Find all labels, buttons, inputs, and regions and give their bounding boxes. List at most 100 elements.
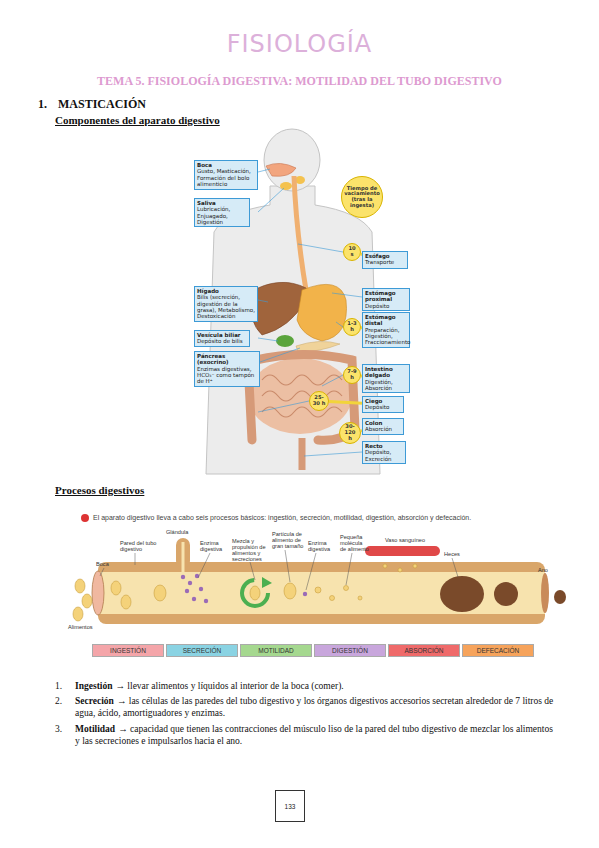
text-label: Pequeña molécula de alimento <box>340 534 370 552</box>
blood-vessel <box>365 546 440 556</box>
leader-line <box>258 338 278 341</box>
food-item <box>250 586 260 600</box>
process-band: INGESTIÓN <box>92 644 164 657</box>
time-connector <box>361 253 362 256</box>
label-box: RectoDepósito, Excreción <box>362 441 406 464</box>
food-item <box>121 595 131 609</box>
text-label: El aparato digestivo lleva a cabo seis p… <box>93 514 553 521</box>
leader-line <box>304 452 362 456</box>
page-title: FISIOLOGÍA <box>0 30 599 58</box>
food-fragment <box>315 587 321 593</box>
absorbed-molecule <box>383 564 387 568</box>
leader-line <box>258 401 309 412</box>
absorbed-molecule <box>413 564 417 568</box>
food-fragment <box>358 596 362 600</box>
stomach <box>297 284 347 341</box>
list-text: → las células de las paredes del tubo di… <box>75 696 553 718</box>
text-label: Procesos digestivos <box>55 484 255 496</box>
band-text: SECRECIÓN <box>183 647 222 654</box>
feces <box>440 576 484 612</box>
leader-line <box>346 553 352 585</box>
label-box: Estómago distalPreparación, Digestión, F… <box>362 312 410 348</box>
process-band: MOTILIDAD <box>240 644 312 657</box>
label-box: Páncreas (exocrino)Enzimas digestivas, H… <box>194 351 260 387</box>
process-band: DIGESTIÓN <box>314 644 386 657</box>
time-circle: 1-3 h <box>343 318 361 336</box>
food-item <box>73 607 83 621</box>
leader-line <box>198 553 210 578</box>
text-label: TEMA 5. FISIOLOGÍA DIGESTIVA: MOTILIDAD … <box>0 74 599 89</box>
time-circle: 7-9 h <box>343 366 361 384</box>
tube-wall <box>98 562 545 624</box>
enzyme-dot <box>192 597 196 601</box>
box-text: Depósito <box>365 404 401 410</box>
enzyme-dot <box>195 574 199 578</box>
time-circle: 10 s <box>343 243 361 261</box>
band-text: DIGESTIÓN <box>332 647 368 654</box>
time-connector <box>361 429 362 432</box>
liver <box>250 282 306 335</box>
text-label: Vaso sanguíneo <box>385 537 445 543</box>
leader-line <box>260 348 300 362</box>
box-text: Enzimas digestivas, HCO₃⁻ como tampón de… <box>197 366 257 385</box>
food-item <box>111 581 121 595</box>
enzyme-dot <box>204 599 208 603</box>
band-text: INGESTIÓN <box>110 647 146 654</box>
time-text: 30-120 h <box>342 424 358 441</box>
box-heading: Esófago <box>365 253 405 259</box>
label-box: CiegoDepósito <box>362 396 404 413</box>
list-term: Secreción <box>75 696 114 706</box>
time-text: 7-9 h <box>346 369 358 380</box>
text-label: Boca <box>96 561 122 567</box>
enzyme-dot <box>181 575 185 579</box>
gland-duct <box>182 542 185 572</box>
time-connector <box>329 402 362 404</box>
small-intestine <box>248 358 352 434</box>
label-box: EsófagoTransporte <box>362 251 408 269</box>
text-label: Glándula <box>166 529 200 535</box>
box-text: Depósito de bilis <box>197 338 247 344</box>
box-heading: Intestino delgado <box>365 366 407 379</box>
label-box: Intestino delgadoDigestión, Absorción <box>362 364 410 393</box>
anus-opening <box>541 573 549 613</box>
page-number-text: 133 <box>285 803 296 810</box>
esophagus <box>294 176 306 290</box>
label-box: BocaGusto, Masticación, Formación del bo… <box>194 160 258 190</box>
box-text: Gusto, Masticación, Formación del bolo a… <box>197 168 255 187</box>
box-heading: Estómago distal <box>365 314 407 327</box>
text-label: Partícula de alimento de gran tamaño <box>272 531 306 549</box>
food-item <box>284 583 296 599</box>
feces <box>554 590 566 604</box>
food-fragment <box>344 586 349 591</box>
box-heading: Colon <box>365 420 401 426</box>
text-label: Heces <box>444 551 474 557</box>
box-heading: Recto <box>365 443 403 449</box>
text-label: Componentes del aparato digestivo <box>55 114 305 126</box>
enzyme-dot <box>185 589 189 593</box>
time-circle: 30-120 h <box>339 422 361 444</box>
food-fragment <box>330 596 335 601</box>
list-term: Ingestión <box>75 681 112 691</box>
text-label: 1. <box>55 680 73 692</box>
text-label: Pared del tubo digestivo <box>120 540 158 552</box>
label-box: SalivaLubricación, Enjuagado, Digestión <box>194 198 250 227</box>
food-item <box>154 585 166 601</box>
list-item: Secreción→ las células de las paredes de… <box>75 695 555 719</box>
text-label: 3. <box>55 723 73 735</box>
label-box: HígadoBilis (secreción, digestión de la … <box>194 286 258 322</box>
box-text: Lubricación, Enjuagado, Digestión <box>197 206 247 225</box>
text-label: MASTICACIÓN <box>58 97 258 112</box>
time-text: Tiempo de vaciamiento (tras la ingesta) <box>344 186 380 209</box>
leader-line <box>285 550 290 582</box>
intestine-coils <box>262 375 342 417</box>
food-item <box>75 579 85 593</box>
text-label: Ano <box>538 567 563 573</box>
leader-line <box>306 553 316 590</box>
absorbed-molecule <box>398 568 402 572</box>
label-box: Vesícula biliarDepósito de bilis <box>194 330 250 347</box>
list-item: Motilidad→ capacidad que tienen las cont… <box>75 723 555 747</box>
box-heading: Estómago proximal <box>365 290 407 303</box>
leader-line <box>250 562 255 580</box>
